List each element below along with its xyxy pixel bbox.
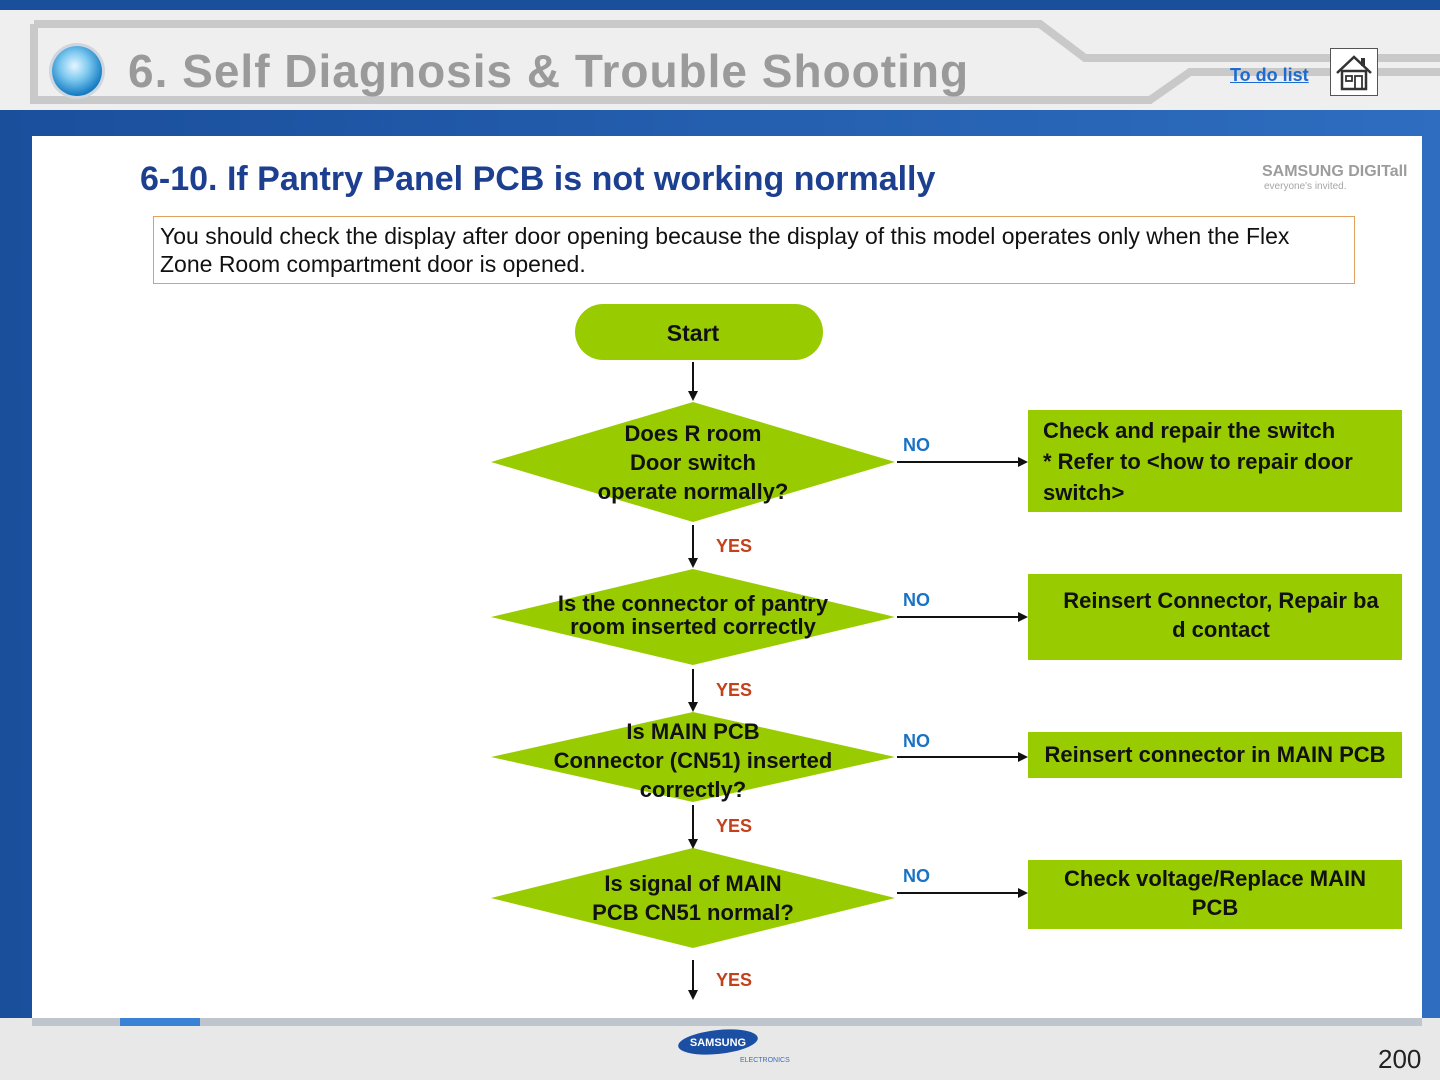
home-icon <box>1336 55 1372 91</box>
decision-text-2-line-1: Is the connector of pantry <box>558 591 829 616</box>
decision-text-1-line-2: Door switch <box>630 450 756 475</box>
note-box: You should check the display after door … <box>153 216 1355 284</box>
action-text-2-line-2: d contact <box>1172 617 1270 642</box>
decision-text-4-line-2: PCB CN51 normal? <box>592 900 794 925</box>
action-text-1-line-3: switch> <box>1043 480 1124 505</box>
decision-text-1-line-1: Does R room <box>625 421 762 446</box>
decision-text-1-line-3: operate normally? <box>598 479 789 504</box>
footer-line <box>32 1018 1422 1026</box>
no-label-1: NO <box>903 435 930 455</box>
decision-text-3-line-2: Connector (CN51) inserted <box>554 748 833 773</box>
action-text-4-line-1: Check voltage/Replace MAIN <box>1064 866 1366 891</box>
section-title: 6-10. If Pantry Panel PCB is not working… <box>140 160 936 198</box>
yes-label-3: YES <box>716 816 752 836</box>
action-box-3 <box>1028 732 1402 778</box>
sphere-icon <box>52 46 102 96</box>
svg-text:SAMSUNG DIGITall: SAMSUNG DIGITall <box>1262 163 1408 180</box>
decision-text-3-line-3: correctly? <box>640 777 746 802</box>
decision-diamond-4 <box>491 848 895 948</box>
svg-text:SAMSUNG: SAMSUNG <box>690 1037 746 1049</box>
decision-diamond-3 <box>491 712 895 802</box>
decision-diamond-1 <box>491 402 895 522</box>
svg-text:ELECTRONICS: ELECTRONICS <box>740 1057 790 1064</box>
no-label-2: NO <box>903 590 930 610</box>
decision-text-3-line-1: Is MAIN PCB <box>626 719 759 744</box>
page-number: 200 <box>1378 1044 1422 1074</box>
action-box-2 <box>1028 574 1402 660</box>
page-title: 6. Self Diagnosis & Trouble Shooting <box>128 45 970 97</box>
action-text-2-line-1: Reinsert Connector, Repair ba <box>1063 588 1379 613</box>
action-text-4-line-2: PCB <box>1192 895 1238 920</box>
todo-list-link[interactable]: To do list <box>1230 65 1309 85</box>
yes-label-2: YES <box>716 680 752 700</box>
action-text-1-line-2: * Refer to <how to repair door <box>1043 449 1353 474</box>
start-label: Start <box>667 320 720 346</box>
samsung-logo: SAMSUNG ELECTRONICS <box>678 1029 790 1064</box>
action-box-1 <box>1028 410 1402 512</box>
top-bar <box>0 0 1440 10</box>
no-label-4: NO <box>903 866 930 886</box>
home-button[interactable] <box>1330 48 1378 96</box>
no-label-3: NO <box>903 731 930 751</box>
decision-text-2-line-2: room inserted correctly <box>570 614 817 639</box>
decision-text-4-line-1: Is signal of MAIN <box>604 871 781 896</box>
decision-diamond-2 <box>491 569 895 665</box>
yes-label-1: YES <box>716 536 752 556</box>
footer-accent <box>120 1018 200 1026</box>
action-box-4 <box>1028 860 1402 929</box>
yes-label-4: YES <box>716 970 752 990</box>
start-terminal <box>575 304 823 360</box>
header: 6. Self Diagnosis & Trouble Shooting To … <box>0 10 1440 110</box>
svg-text:everyone's invited.: everyone's invited. <box>1264 181 1347 192</box>
action-text-1-line-1: Check and repair the switch <box>1043 418 1335 443</box>
action-text-3-line-1: Reinsert connector in MAIN PCB <box>1044 742 1385 767</box>
samsung-digitall-logo: SAMSUNG DIGITall everyone's invited. <box>1262 163 1408 192</box>
header-frame <box>30 20 1440 104</box>
